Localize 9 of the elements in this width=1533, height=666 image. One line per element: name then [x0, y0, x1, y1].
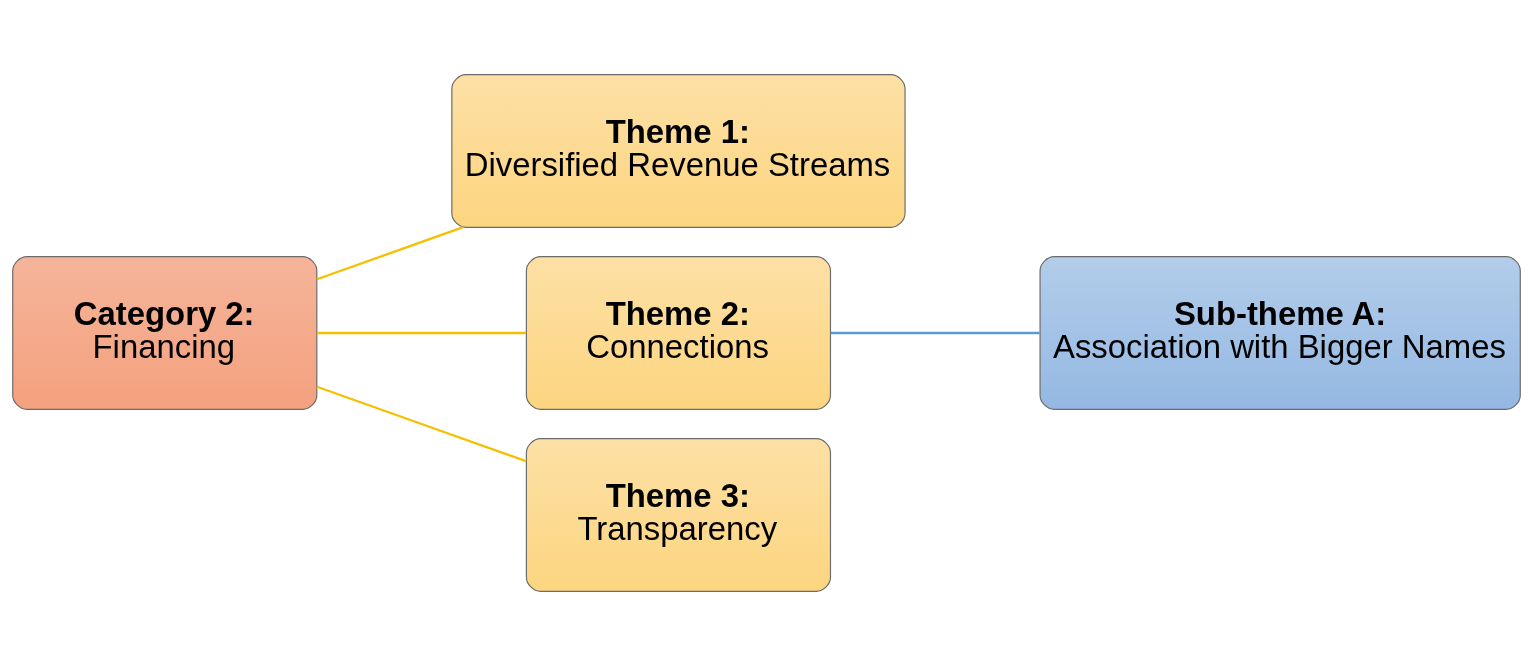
node-box: Theme 1: Diversified Revenue Streams	[451, 74, 906, 228]
connector	[316, 331, 527, 335]
connector	[316, 385, 527, 463]
connector	[316, 226, 463, 281]
connector	[830, 331, 1040, 335]
node-box: Theme 2: Connections	[525, 256, 832, 410]
node-box: Category 2: Financing	[12, 256, 318, 410]
node-box: Theme 3: Transparency	[525, 438, 832, 592]
node-box: Sub-theme A: Association with Bigger Names	[1039, 256, 1521, 410]
